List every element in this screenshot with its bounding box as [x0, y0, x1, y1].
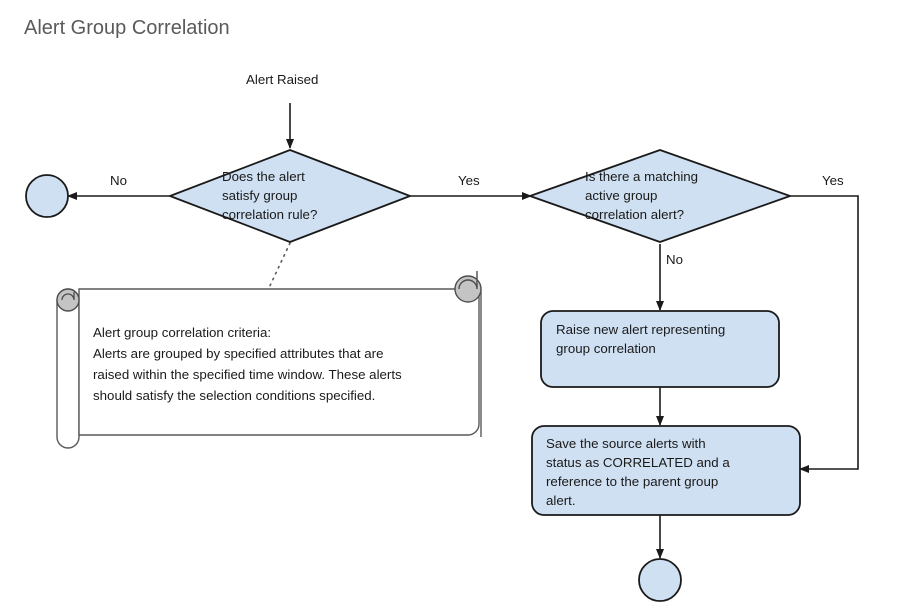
- end-terminator-circle[interactable]: [638, 558, 682, 602]
- process-save-source-alerts[interactable]: [531, 425, 801, 516]
- decision-satisfy-rule-label: Does the alert satisfy group correlation…: [222, 169, 318, 222]
- start-terminator-circle[interactable]: [25, 174, 69, 218]
- decision-matching-alert[interactable]: [529, 149, 791, 243]
- note-correlation-criteria-text: Alert group correlation criteria: Alerts…: [93, 325, 402, 403]
- start-label-alert-raised: Alert Raised: [246, 72, 319, 87]
- process-save-source-alerts-label: Save the source alerts with status as CO…: [546, 436, 730, 508]
- edge-note-connector: [267, 242, 291, 291]
- edge-label-satisfy-yes: Yes: [458, 173, 480, 188]
- decision-satisfy-rule[interactable]: [169, 149, 411, 243]
- decision-matching-alert-label: Is there a matching active group correla…: [585, 169, 699, 222]
- edge-label-satisfy-no: No: [110, 173, 127, 188]
- edge-label-matching-no: No: [666, 252, 683, 267]
- note-correlation-criteria: [56, 271, 482, 449]
- edge-matching-yes-to-save: [789, 195, 859, 473]
- edge-label-matching-yes: Yes: [822, 173, 844, 188]
- page-title: Alert Group Correlation: [24, 17, 230, 39]
- process-raise-new-alert[interactable]: [540, 310, 780, 388]
- process-raise-new-alert-label: Raise new alert representing group corre…: [556, 322, 726, 356]
